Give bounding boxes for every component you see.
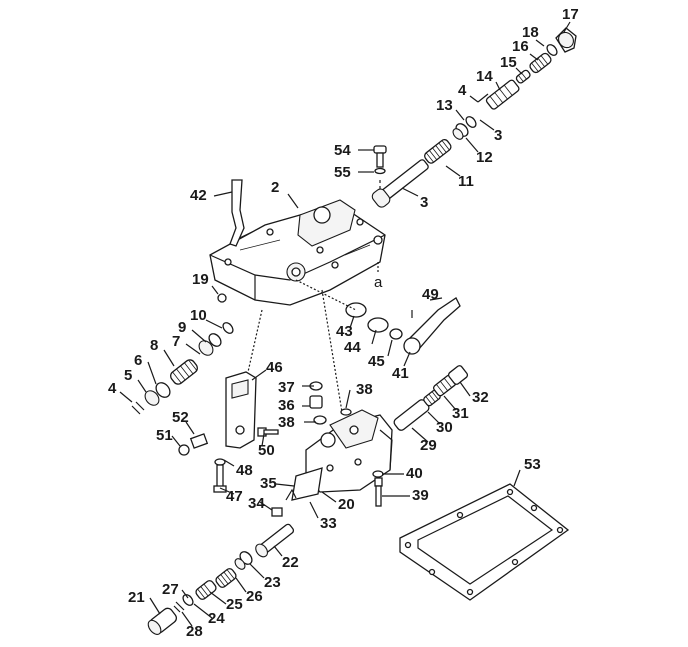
callout-9: 9 bbox=[178, 319, 187, 336]
callout-37: 37 bbox=[278, 379, 295, 396]
callout-22: 22 bbox=[282, 554, 299, 571]
main-housing bbox=[209, 199, 386, 306]
callout-7: 7 bbox=[172, 333, 181, 350]
callout-50: 50 bbox=[258, 442, 275, 459]
callout-53: 53 bbox=[524, 456, 541, 473]
callout-46: 46 bbox=[266, 359, 283, 376]
callout-45: 45 bbox=[368, 353, 385, 370]
valve-body-20 bbox=[305, 289, 393, 493]
callout-51: 51 bbox=[156, 427, 173, 444]
lever-arm-41 bbox=[403, 297, 461, 355]
callout-6: 6 bbox=[134, 352, 143, 369]
callout-13: 13 bbox=[436, 97, 453, 114]
callout-24: 24 bbox=[208, 610, 225, 627]
bolt-50 bbox=[257, 427, 279, 437]
callout-44: 44 bbox=[344, 339, 361, 356]
callout-29: 29 bbox=[420, 437, 437, 454]
callout-35: 35 bbox=[260, 475, 277, 492]
callout-41: 41 bbox=[392, 365, 409, 382]
callout-52: 52 bbox=[172, 409, 189, 426]
valve-stem-29-32 bbox=[393, 365, 469, 431]
callout-36: 36 bbox=[278, 397, 295, 414]
leader-lines bbox=[119, 21, 571, 627]
callout-34: 34 bbox=[248, 495, 265, 512]
callout-10: 10 bbox=[190, 307, 207, 324]
shaft-assembly-top bbox=[371, 27, 577, 208]
bracket-46 bbox=[225, 309, 263, 449]
callout-47: 47 bbox=[226, 488, 243, 505]
callout-17: 17 bbox=[562, 6, 579, 23]
callout-27: 27 bbox=[162, 581, 179, 598]
callout-54: 54 bbox=[334, 142, 351, 159]
callout-38-left: 38 bbox=[278, 414, 295, 431]
callout-40: 40 bbox=[406, 465, 423, 482]
callout-5: 5 bbox=[124, 367, 133, 384]
callout-49: 49 bbox=[422, 286, 439, 303]
callout-43: 43 bbox=[336, 323, 353, 340]
bushings-43-45 bbox=[295, 279, 403, 340]
callout-12: 12 bbox=[476, 149, 493, 166]
callout-26: 26 bbox=[246, 588, 263, 605]
callout-38-right: 38 bbox=[356, 381, 373, 398]
callout-20: 20 bbox=[338, 496, 355, 513]
callout-15: 15 bbox=[500, 54, 517, 71]
callout-23: 23 bbox=[264, 574, 281, 591]
bolt-54 bbox=[373, 145, 387, 192]
lower-shaft-assembly bbox=[147, 523, 295, 635]
callout-21: 21 bbox=[128, 589, 145, 606]
callout-14: 14 bbox=[476, 68, 493, 85]
callout-39: 39 bbox=[412, 487, 429, 504]
callout-8: 8 bbox=[150, 337, 159, 354]
left-plunger-set bbox=[131, 322, 234, 415]
callout-33: 33 bbox=[320, 515, 337, 532]
callout-25: 25 bbox=[226, 596, 243, 613]
lever-42 bbox=[229, 179, 245, 247]
callout-28: 28 bbox=[186, 623, 203, 640]
callout-31: 31 bbox=[452, 405, 469, 422]
callout-3-top: 3 bbox=[494, 127, 503, 144]
callout-48: 48 bbox=[236, 462, 253, 479]
callout-42: 42 bbox=[190, 187, 207, 204]
callout-16: 16 bbox=[512, 38, 529, 55]
callout-18: 18 bbox=[522, 24, 539, 41]
gasket-53 bbox=[399, 483, 570, 601]
callout-2: 2 bbox=[271, 179, 280, 196]
bolt-47 bbox=[213, 458, 227, 493]
callout-32: 32 bbox=[472, 389, 489, 406]
callout-55: 55 bbox=[334, 164, 351, 181]
callout-4-top: 4 bbox=[458, 82, 467, 99]
callout-19: 19 bbox=[192, 271, 209, 288]
callout-4-left: 4 bbox=[108, 380, 117, 397]
callout-30: 30 bbox=[436, 419, 453, 436]
callout-11: 11 bbox=[458, 173, 474, 190]
callout-3-mid: 3 bbox=[420, 194, 429, 211]
callout-a: a bbox=[374, 274, 383, 291]
